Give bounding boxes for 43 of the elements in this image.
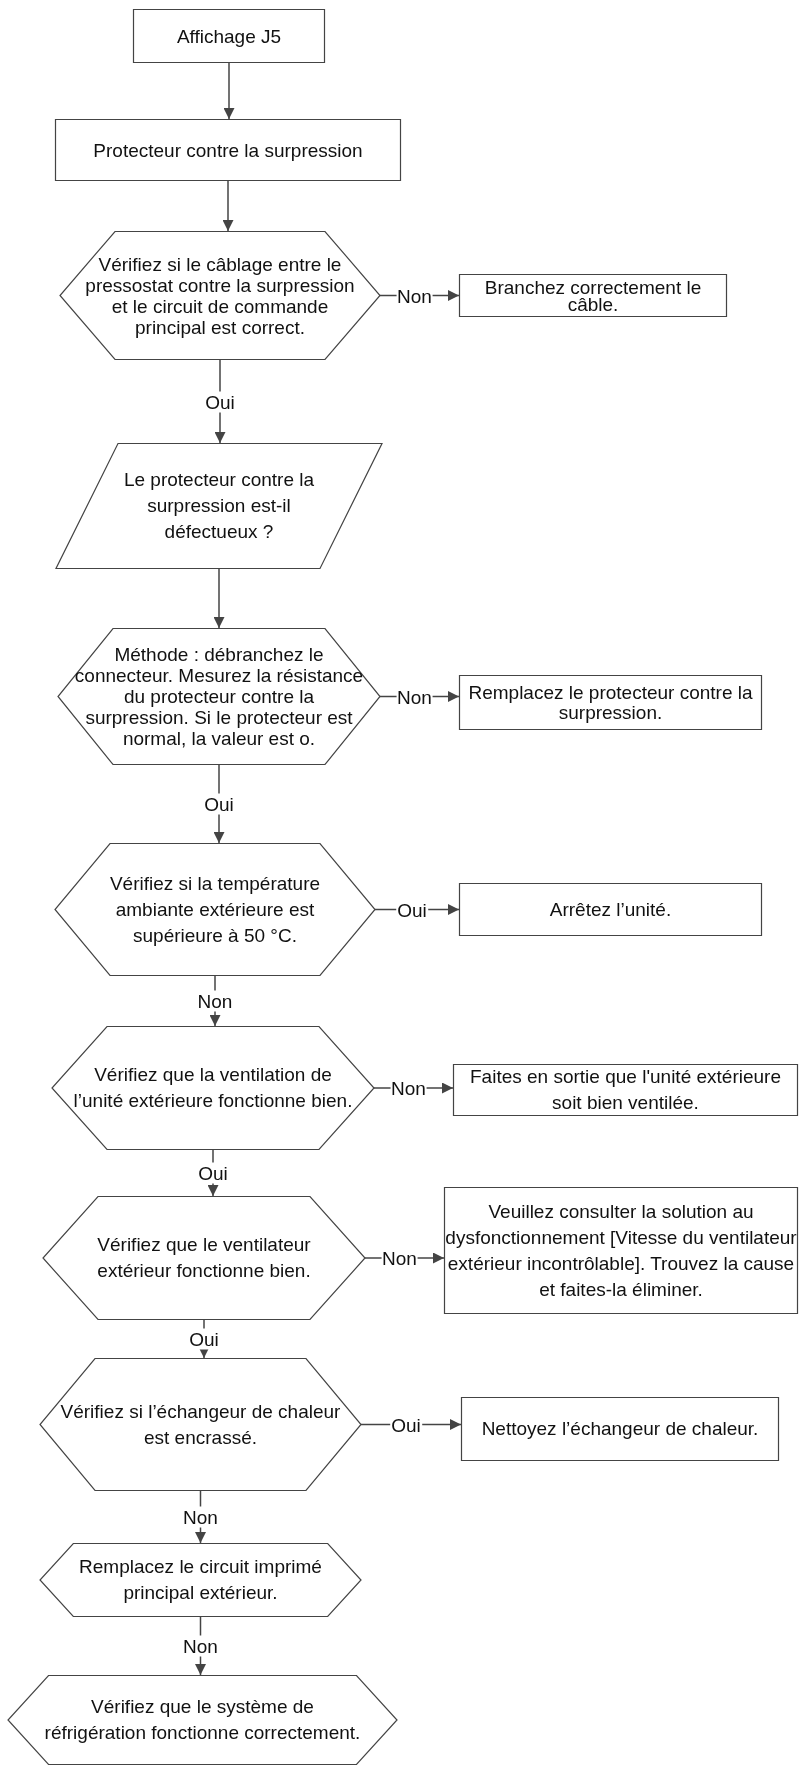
decision-hexagon: [55, 843, 375, 976]
process-box: [444, 1187, 798, 1314]
step-text: Protecteur contre la surpression: [92, 139, 364, 161]
step-text: Méthode : débranchez le connecteur. Mesurez la résistance du protecteur contre la surpression. Si le protecteur est normal, la valeur est o.: [74, 644, 364, 749]
process-box: [461, 1397, 779, 1461]
process-box: [459, 883, 762, 936]
process-box: [55, 119, 401, 181]
step-text: Affichage J5: [175, 25, 283, 47]
decision-hexagon: [60, 231, 380, 360]
process-box: [133, 9, 325, 63]
step-text: Vérifiez si l’échangeur de chaleur est encrassé.: [59, 1399, 342, 1450]
step-text: Vérifiez que le ventilateur extérieur fonctionne bien.: [96, 1233, 312, 1283]
step-text: Faites en sortie que l'unité extérieure soit bien ventilée.: [469, 1065, 782, 1115]
step-text: Remplacez le protecteur contre la surpression.: [467, 682, 754, 723]
edge-label: Oui: [197, 1162, 229, 1184]
step-text: Arrêtez l’unité.: [548, 897, 673, 922]
edge-label: Non: [182, 1506, 219, 1528]
step-text: Remplacez le circuit imprimé principal extérieur.: [78, 1555, 323, 1605]
decision-hexagon: [43, 1196, 365, 1320]
decision-hexagon: [52, 1026, 374, 1150]
decision-hexagon: [58, 628, 380, 765]
step-text: Veuillez consulter la solution au dysfonctionnement [Vitesse du ventilateur extérieur incontrôlable]. Trouvez la cause et faites-la éliminer.: [445, 1199, 797, 1302]
arrow: [213, 568, 225, 629]
decision-hexagon: [40, 1543, 361, 1617]
step-text: Vérifiez que la ventilation de l’unité extérieure fonctionne bien.: [73, 1063, 353, 1113]
decision-hexagon: [8, 1675, 397, 1765]
edge-label: Oui: [203, 793, 235, 815]
step-text: Vérifiez que le système de réfrigération fonctionne correctement.: [43, 1695, 362, 1745]
edge-label: Non: [196, 990, 234, 1012]
edge-label: Non: [182, 1635, 219, 1657]
step-text: Le protecteur contre la surpression est-il défectueux ?: [122, 468, 316, 544]
process-box: [459, 675, 762, 730]
step-text: Nettoyez l’échangeur de chaleur.: [480, 1417, 760, 1441]
decision-hexagon: [40, 1358, 361, 1491]
step-text: Vérifiez si le câblage entre le pressostat contre la surpression et le circuit de commande principal est correct.: [84, 253, 356, 338]
input-parallelogram: [56, 443, 382, 569]
edge-label: Oui: [204, 391, 236, 412]
arrow: [222, 180, 234, 232]
step-text: Vérifiez si la température ambiante extérieure est supérieure à 50 °C.: [108, 871, 322, 948]
edge-label: Oui: [188, 1328, 220, 1350]
step-text: Branchez correctement le câble.: [483, 278, 703, 313]
process-box: [459, 274, 727, 317]
arrow: [223, 62, 235, 120]
